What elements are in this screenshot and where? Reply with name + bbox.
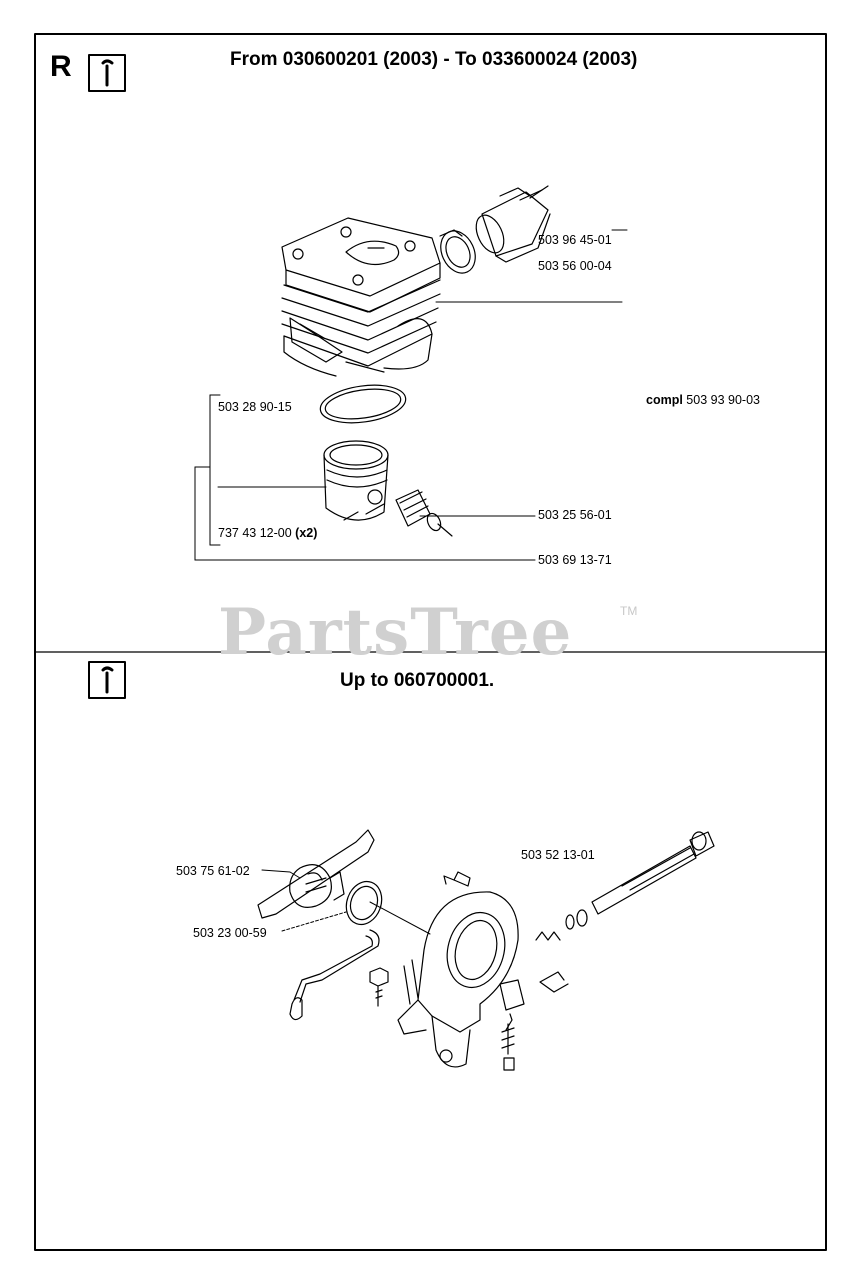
compl-number: 503 93 90-03	[686, 393, 760, 407]
part-number-503-25-56-01[interactable]: 503 25 56-01	[538, 508, 612, 522]
spring-washer-illustration	[535, 909, 588, 941]
quantity-label: (x2)	[295, 526, 318, 540]
part-number-503-23-00-59[interactable]: 503 23 00-59	[193, 926, 267, 940]
part-number-503-28-90-15[interactable]: 503 28 90-15	[218, 400, 292, 414]
watermark-tm: TM	[620, 604, 638, 618]
leader-lines-section-2	[261, 869, 431, 935]
pump-shaft-illustration	[591, 831, 715, 915]
adjuster-screw-illustration	[501, 1013, 515, 1071]
revision-mark: R	[50, 50, 72, 83]
compl-label: compl	[646, 393, 683, 407]
part-number-503-69-13-71[interactable]: 503 69 13-71	[538, 553, 612, 567]
leader-lines-section-1	[194, 229, 628, 561]
part-number-737-43-12-00[interactable]: 737 43 12-00 (x2)	[218, 526, 317, 540]
part-number-503-56-00-04[interactable]: 503 56 00-04	[538, 259, 612, 273]
section-2-title: Up to 060700001.	[340, 670, 495, 691]
bearing-illustration	[395, 489, 453, 537]
part-number-503-75-61-02[interactable]: 503 75 61-02	[176, 864, 250, 878]
screw-illustration	[369, 967, 389, 1007]
cylinder-illustration	[281, 217, 441, 377]
piston-illustration	[323, 440, 389, 521]
intake-illustration	[439, 185, 551, 274]
part-number: 737 43 12-00	[218, 526, 292, 540]
oil-pipe-illustration	[289, 929, 380, 1021]
piston-ring-illustration	[319, 384, 407, 424]
info-icon	[88, 54, 126, 92]
section-1-title: From 030600201 (2003) - To 033600024 (20…	[230, 49, 638, 70]
part-number-compl-503-93-90-03[interactable]: compl 503 93 90-03	[646, 393, 760, 407]
page-border	[34, 33, 827, 1251]
pump-gear-illustration	[257, 829, 375, 919]
o-ring-illustration	[345, 880, 383, 926]
info-icon	[88, 661, 126, 699]
part-number-503-52-13-01[interactable]: 503 52 13-01	[521, 848, 595, 862]
watermark-text: PartsTree	[218, 595, 573, 670]
pump-housing-illustration	[397, 871, 569, 1068]
part-number-503-96-45-01[interactable]: 503 96 45-01	[538, 233, 612, 247]
